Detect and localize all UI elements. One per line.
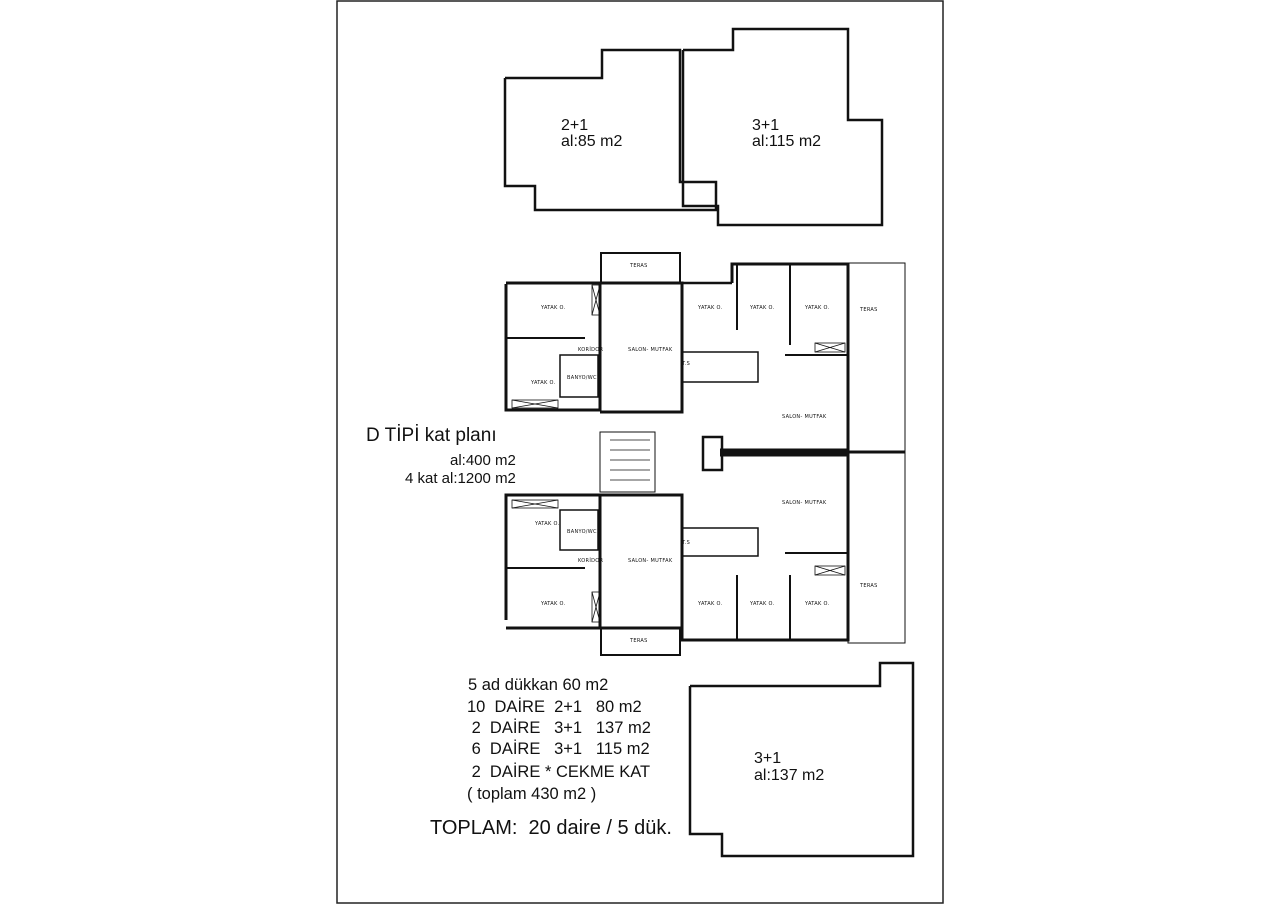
room-label: YATAK O. [698,305,723,311]
room-label: TERAS [860,583,878,589]
room-label: YATAK O. [805,305,830,311]
room-label: YATAK O. [805,601,830,607]
closets [511,284,846,623]
summary-line: 2 DAİRE 3+1 137 m2 [467,719,651,737]
room-label: TERAS [860,307,878,313]
unit-area-label: al:115 m2 [752,133,822,150]
room-label: TERAS [630,263,648,269]
room-label: YATAK O. [698,601,723,607]
lower-half-walls [504,453,850,642]
room-label: BANYO/WC [567,529,597,535]
unit-area-label: al:85 m2 [561,133,623,150]
room-label: YATAK O. [541,601,566,607]
summary-line: ( toplam 430 m2 ) [467,785,597,803]
unit-2plus1-outline [503,48,718,212]
room-label: T.S [682,540,691,546]
unit-type-label: 2+1 [561,117,589,134]
plan-total-area: 4 kat al:1200 m2 [405,470,516,487]
room-label: KORİDOR [578,558,604,564]
summary-line: 6 DAİRE 3+1 115 m2 [467,740,650,758]
unit-type-label: 3+1 [754,750,782,767]
summary-line: 5 ad dükkan 60 m2 [468,676,609,694]
sheet-border [336,0,944,904]
room-label: YATAK O. [541,305,566,311]
unit-area-label: al:137 m2 [754,767,825,784]
room-label: SALON- MUTFAK [628,347,673,353]
stair-core [599,431,905,493]
unit-3plus1-137-outline [688,661,915,858]
unit-3plus1-115-outline [681,27,884,227]
summary-line: 10 DAİRE 2+1 80 m2 [467,698,642,716]
room-label: KORİDOR [578,347,604,353]
room-label: SALON- MUTFAK [782,414,827,420]
room-label: YATAK O. [750,305,775,311]
plan-title: D TİPİ kat planı [366,425,497,446]
upper-half-walls [504,262,850,452]
summary-line: 2 DAİRE * CEKME KAT [467,763,651,781]
summary-total: TOPLAM: 20 daire / 5 dük. [430,817,672,839]
elevator [701,435,724,472]
unit-type-label: 3+1 [752,117,780,134]
room-label: YATAK O. [531,380,556,386]
room-label: SALON- MUTFAK [782,500,827,506]
typical-floor-plan [504,252,906,656]
room-label: SALON- MUTFAK [628,558,673,564]
room-label: T.S [682,361,691,367]
room-label: TERAS [630,638,648,644]
room-label: YATAK O. [535,521,560,527]
room-label: BANYO/WC [567,375,597,381]
plan-area: al:400 m2 [450,452,516,469]
room-label: YATAK O. [750,601,775,607]
